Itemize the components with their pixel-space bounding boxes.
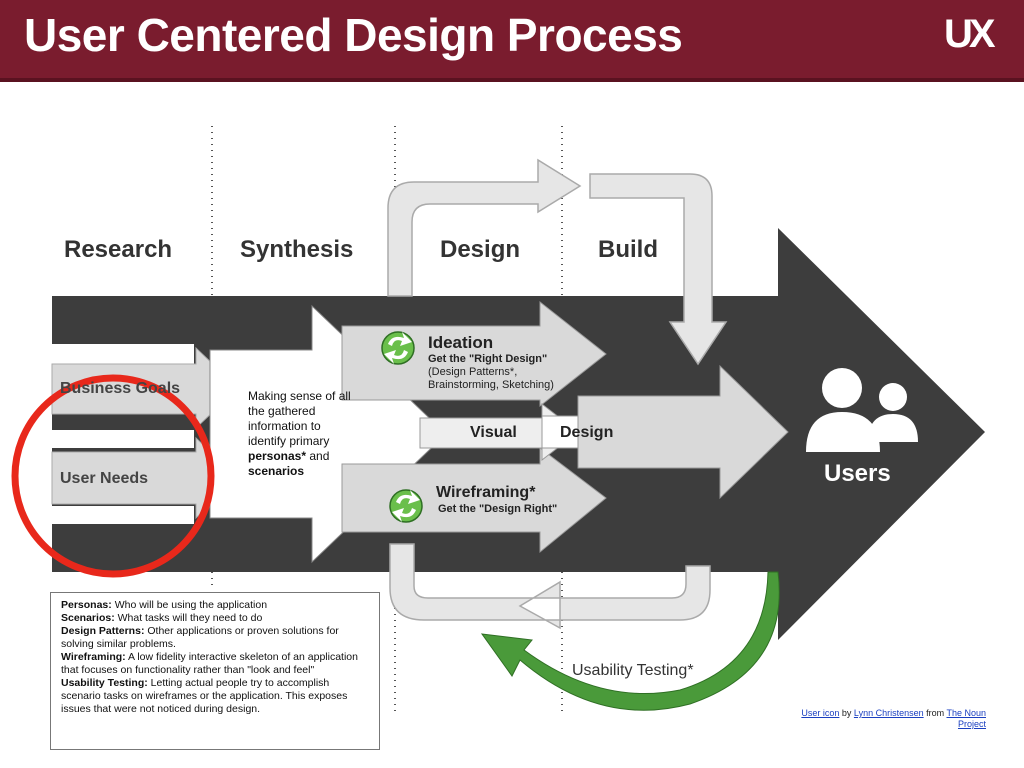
glossary-definition: A low fidelity interactive skeleton of a… [61,651,358,676]
glossary-entry: Scenarios: What tasks will they need to … [61,612,369,625]
glossary-term: Usability Testing: [61,677,148,689]
glossary-term: Scenarios: [61,612,115,624]
credit-from: from [923,708,947,718]
loop-arrow-top [387,158,582,297]
ideation-line: Brainstorming, Sketching) [428,379,554,391]
user-icon-link[interactable]: User icon [801,708,840,718]
stage-build: Build [598,236,658,263]
glossary-definition: What tasks will they need to do [114,612,263,624]
build-arrow [577,364,789,500]
synthesis-and: and [306,449,330,463]
personas-term: personas* [248,449,307,463]
synthesis-line: personas* and [248,449,351,464]
glossary-entry: Wireframing: A low fidelity interactive … [61,651,369,677]
glossary-entry: Personas: Who will be using the applicat… [61,599,369,612]
users-label: Users [824,460,891,487]
business-goals-label: Business Goals [60,380,181,397]
synthesis-description: Making sense of all the gathered informa… [248,389,351,479]
loop-arrow-bottom [389,543,561,630]
icon-credit: User icon by Lynn Christensen from The N… [790,708,986,730]
goals-gap-band [52,430,194,448]
stage-design: Design [440,236,521,263]
usability-testing-arrow [480,571,780,711]
header-divider [0,78,1024,82]
page-title: User Centered Design Process [24,9,683,61]
highlight-circle [11,374,215,578]
synthesis-line: the gathered [248,404,316,418]
loop-arrow-bottom-right [559,565,711,621]
goals-top-band [52,344,194,364]
glossary-term: Personas: [61,599,112,611]
stage-research: Research [64,236,173,263]
wireframing-title: Wireframing* [436,484,536,501]
user-needs-label: User Needs [60,470,149,487]
needs-bottom-band [52,506,194,524]
ideation-title: Ideation [428,333,494,352]
visual-label: Visual [470,424,517,441]
process-diagram [11,126,985,715]
ux-logo: UX [944,12,996,56]
glossary-entry: Design Patterns: Other applications or p… [61,625,369,651]
glossary-definition: Other applications or proven solutions f… [61,625,339,650]
design-output-label: Design [560,424,614,441]
wireframing-line: Get the "Design Right" [438,503,558,515]
synthesis-line: information to [248,419,321,433]
stage-synthesis: Synthesis [240,236,354,263]
ideation-line: (Design Patterns*, [428,366,518,378]
glossary-definition: Who will be using the application [111,599,268,611]
synthesis-line: scenarios [248,464,351,479]
header-bar: User Centered Design Process UX [0,0,1024,78]
synthesis-line: Making sense of all [248,389,351,403]
wireframing-arrow [341,446,607,554]
glossary-term: Wireframing: [61,651,126,663]
glossary-box: Personas: Who will be using the applicat… [50,592,380,750]
glossary-entry: Usability Testing: Letting actual people… [61,677,369,716]
users-icon [806,368,918,452]
noun-project-link[interactable]: The Noun Project [946,708,986,729]
ideation-line: Get the "Right Design" [428,353,548,365]
ideation-cycle-icon [381,331,415,365]
scenarios-term: scenarios [248,464,305,478]
ideation-arrow [341,300,607,408]
loop-arrow-build-down [589,173,728,366]
glossary-definition: Letting actual people try to accomplish … [61,677,348,715]
credit-by: by [839,708,854,718]
wireframing-cycle-icon [389,489,423,523]
usability-testing-label: Usability Testing* [572,662,694,679]
author-link[interactable]: Lynn Christensen [853,708,924,718]
glossary-term: Design Patterns: [61,625,145,637]
synthesis-line: identify primary [248,434,330,448]
